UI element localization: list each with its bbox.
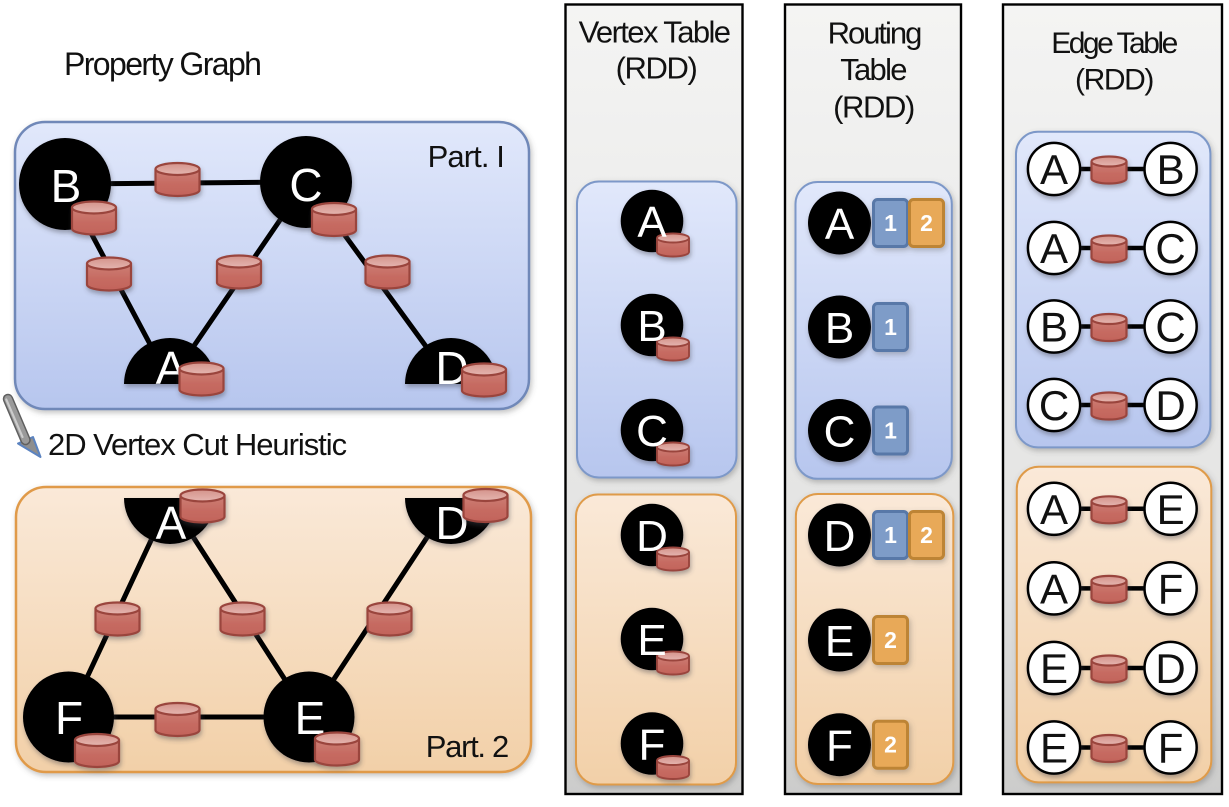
svg-text:Table: Table (840, 52, 906, 87)
svg-text:Part. I: Part. I (428, 139, 504, 174)
svg-text:C: C (1039, 382, 1069, 429)
svg-text:C: C (1155, 304, 1185, 351)
svg-text:B: B (637, 302, 666, 351)
svg-text:1: 1 (884, 314, 897, 340)
svg-text:A: A (1040, 146, 1068, 193)
svg-text:Part. 2: Part. 2 (426, 729, 508, 764)
svg-text:F: F (826, 722, 853, 771)
svg-text:F: F (55, 692, 83, 744)
svg-text:E: E (637, 616, 666, 665)
svg-text:(RDD): (RDD) (833, 90, 914, 125)
svg-text:(RDD): (RDD) (616, 51, 697, 86)
svg-text:B: B (825, 304, 854, 353)
svg-text:Routing: Routing (828, 16, 922, 51)
svg-text:B: B (1157, 146, 1185, 193)
svg-text:F: F (639, 721, 666, 770)
svg-text:(RDD): (RDD) (1075, 64, 1153, 97)
svg-text:E: E (1040, 725, 1068, 772)
svg-text:2: 2 (884, 627, 897, 653)
svg-text:F: F (1158, 725, 1184, 772)
svg-text:Edge Table: Edge Table (1051, 27, 1177, 60)
svg-text:C: C (636, 407, 668, 456)
svg-text:C: C (824, 408, 856, 457)
svg-text:A: A (825, 200, 855, 249)
svg-text:B: B (1040, 304, 1068, 351)
svg-text:2: 2 (920, 522, 933, 548)
svg-text:2: 2 (920, 210, 933, 236)
svg-text:A: A (1040, 225, 1068, 272)
svg-text:C: C (1155, 225, 1185, 272)
svg-text:D: D (636, 512, 668, 561)
svg-text:2: 2 (884, 732, 897, 758)
svg-text:E: E (1157, 486, 1185, 533)
svg-text:Vertex Table: Vertex Table (579, 15, 730, 50)
svg-text:1: 1 (884, 522, 897, 548)
svg-text:E: E (825, 617, 854, 666)
svg-text:E: E (1040, 645, 1068, 692)
svg-text:A: A (637, 198, 667, 247)
svg-text:D: D (1155, 645, 1185, 692)
svg-text:C: C (289, 159, 322, 211)
svg-text:A: A (1040, 486, 1068, 533)
svg-text:D: D (1155, 382, 1185, 429)
svg-text:Property Graph: Property Graph (64, 46, 260, 82)
svg-text:A: A (1040, 565, 1068, 612)
svg-text:1: 1 (884, 418, 897, 444)
svg-text:F: F (1158, 565, 1184, 612)
svg-text:2D Vertex Cut Heuristic: 2D Vertex Cut Heuristic (48, 427, 347, 462)
svg-text:D: D (824, 512, 856, 561)
svg-text:1: 1 (884, 210, 897, 236)
